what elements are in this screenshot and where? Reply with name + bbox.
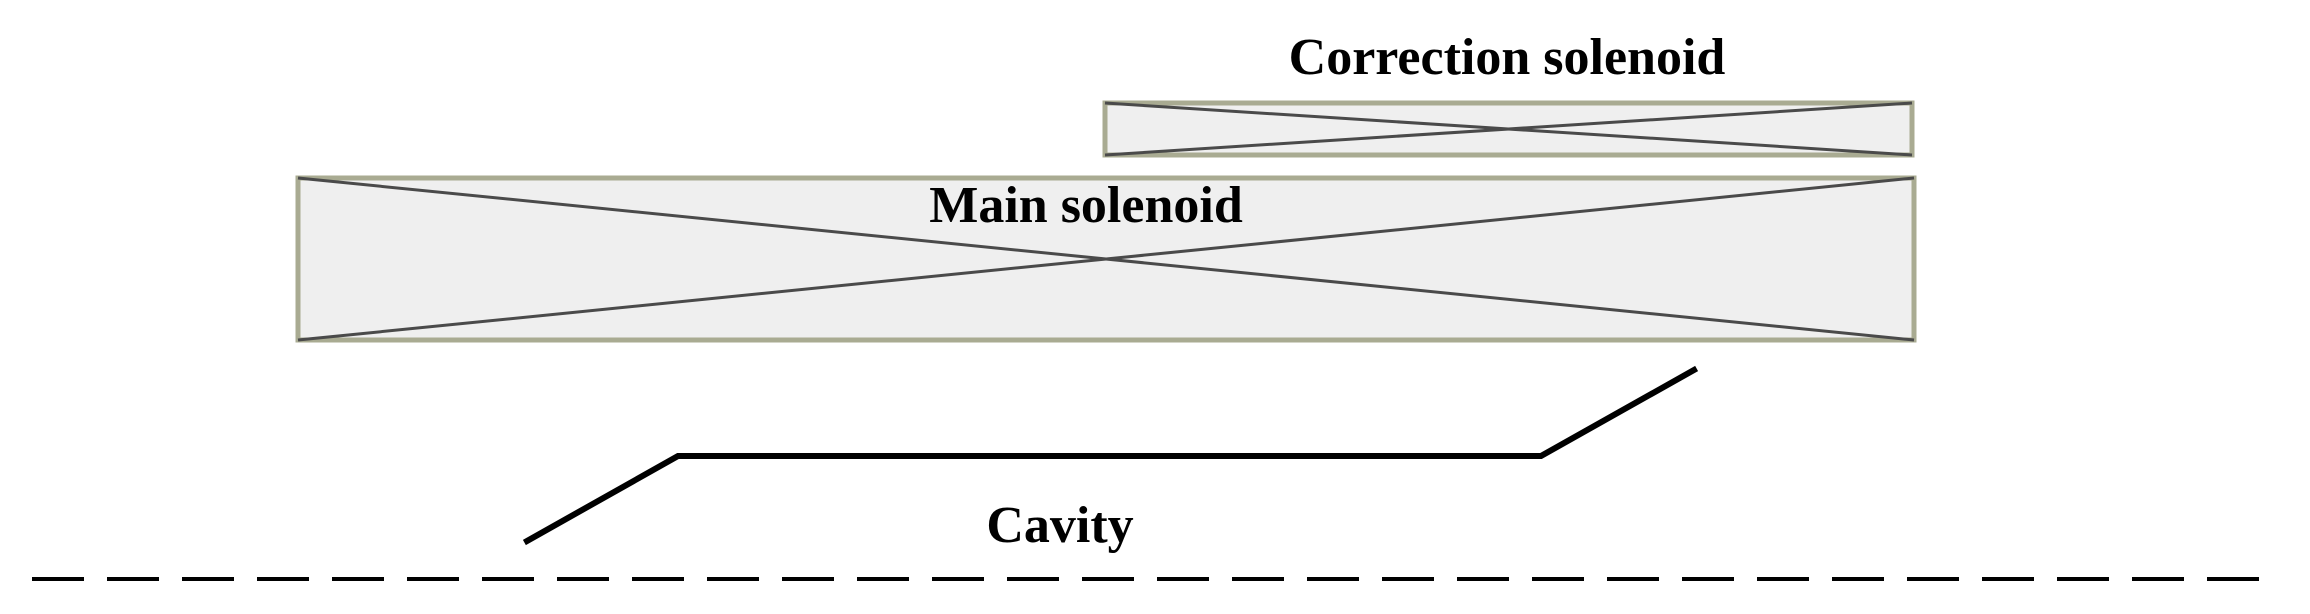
- main-solenoid-cross-b: [297, 176, 1915, 342]
- cavity-label: Cavity: [986, 497, 1133, 554]
- cavity-profile: [522, 365, 1699, 546]
- correction-solenoid-cross-b: [1104, 101, 1913, 157]
- correction-solenoid: [1102, 100, 1915, 158]
- main-solenoid-label: Main solenoid: [929, 177, 1243, 234]
- correction-solenoid-label: Correction solenoid: [1289, 29, 1726, 86]
- main-solenoid: [295, 175, 1917, 343]
